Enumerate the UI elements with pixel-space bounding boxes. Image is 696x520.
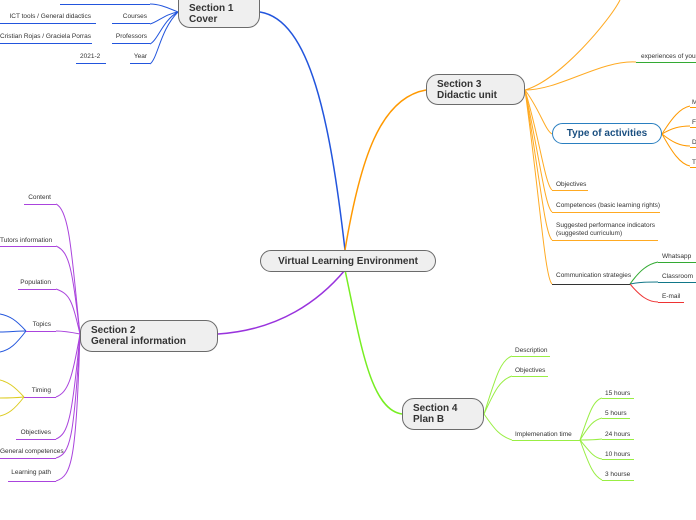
section-2-sublabel: General information (91, 336, 187, 347)
underline (112, 43, 150, 44)
underline (552, 212, 660, 213)
underline (24, 204, 56, 205)
section-3-sublabel: Didactic unit (437, 89, 498, 101)
underline (0, 23, 96, 24)
section-4-item-objectives[interactable]: Objectives (515, 367, 546, 374)
section-1-sublabel: Cover (189, 13, 218, 25)
section-1-item-professors-value[interactable]: Cristian Rojas / Graciela Porras (0, 33, 92, 40)
section-3-label: Section 3 (437, 78, 482, 90)
section-3-item-experiences[interactable]: experiences of your (641, 53, 696, 60)
section-1-top-underline (60, 4, 150, 5)
underline (0, 246, 56, 247)
communication-item-whatsapp[interactable]: Whatsapp (662, 253, 692, 260)
activity-item-t[interactable]: T (692, 159, 696, 166)
type-of-activities-label: Type of activities (566, 128, 648, 139)
underline (602, 418, 630, 419)
section-2-item-content[interactable]: Content (28, 194, 51, 201)
section-2-node[interactable]: Section 2 General information (80, 320, 218, 352)
activity-item-d[interactable]: D (692, 139, 696, 146)
activity-item-f[interactable]: F (692, 119, 696, 126)
underline (16, 439, 56, 440)
underline (0, 458, 56, 459)
underline (602, 480, 634, 481)
underline (552, 240, 658, 241)
communication-item-classroom[interactable]: Classroom (662, 273, 694, 280)
section-4-item-description[interactable]: Description (515, 347, 548, 354)
underline (130, 63, 150, 64)
section-2-item-population[interactable]: Population (20, 279, 51, 286)
section-1-node[interactable]: Section 1 Cover (178, 0, 260, 28)
underline (602, 398, 634, 399)
section-2-item-timing[interactable]: Timing (31, 387, 51, 394)
underline (76, 63, 106, 64)
underline (26, 331, 56, 332)
section-2-item-topics[interactable]: Topics (32, 321, 51, 328)
section-1-item-courses-value[interactable]: ICT tools / General didactics (9, 13, 91, 20)
central-topic-node[interactable]: Virtual Learning Environment (260, 250, 436, 272)
underline (24, 397, 56, 398)
section-2-item-tutors[interactable]: Tutors information (0, 237, 53, 244)
underline (552, 284, 630, 285)
section-3-item-curriculum[interactable]: (suggested curriculum) (556, 230, 623, 237)
section-4-label: Section 4 (413, 403, 458, 414)
section-4-item-implementation-time[interactable]: Implemenation time (515, 431, 572, 438)
section-2-label: Section 2 (91, 325, 136, 336)
section-3-item-competences[interactable]: Competences (basic learning rights) (556, 202, 661, 209)
underline (690, 147, 696, 148)
section-1-label: Section 1 (189, 2, 234, 14)
communication-item-email[interactable]: E-mail (662, 293, 681, 300)
section-1-item-year-value[interactable]: 2021-2 (80, 53, 101, 60)
section-3-item-objectives[interactable]: Objectives (556, 181, 587, 188)
section-2-item-learning-path[interactable]: Learning path (11, 469, 51, 476)
section-2-item-objectives[interactable]: Objectives (20, 429, 51, 436)
underline (112, 23, 150, 24)
section-1-item-courses-key[interactable]: Courses (122, 13, 147, 20)
underline (18, 289, 56, 290)
central-topic-label: Virtual Learning Environment (278, 255, 418, 267)
time-item-15-hours[interactable]: 15 hours (605, 390, 631, 397)
section-3-item-communication[interactable]: Communication strategies (556, 272, 632, 279)
time-item-24-hours[interactable]: 24 hours (605, 431, 631, 438)
underline (658, 262, 696, 263)
time-item-5-hours[interactable]: 5 hours (605, 410, 627, 417)
activity-item-m[interactable]: M (692, 99, 696, 106)
section-1-item-year-key[interactable]: Year (133, 53, 147, 60)
underline (0, 43, 92, 44)
section-3-node[interactable]: Section 3 Didactic unit (426, 74, 525, 105)
underline (690, 167, 696, 168)
section-3-item-indicators[interactable]: Suggested performance indicators (556, 222, 656, 229)
underline (636, 62, 696, 63)
time-item-3-hours[interactable]: 3 hourse (605, 471, 631, 478)
underline (658, 282, 696, 283)
underline (690, 127, 696, 128)
underline (512, 440, 580, 441)
underline (658, 302, 684, 303)
underline (512, 376, 548, 377)
section-4-sublabel: Plan B (413, 414, 445, 425)
section-4-node[interactable]: Section 4 Plan B (402, 398, 484, 430)
underline (602, 439, 634, 440)
type-of-activities-node[interactable]: Type of activities (552, 123, 662, 144)
underline (552, 190, 588, 191)
underline (512, 356, 550, 357)
underline (690, 107, 696, 108)
time-item-10-hours[interactable]: 10 hours (605, 451, 631, 458)
section-2-item-competences[interactable]: General competences (0, 448, 64, 455)
underline (8, 481, 56, 482)
underline (602, 459, 634, 460)
section-1-item-professors-key[interactable]: Professors (115, 33, 147, 40)
